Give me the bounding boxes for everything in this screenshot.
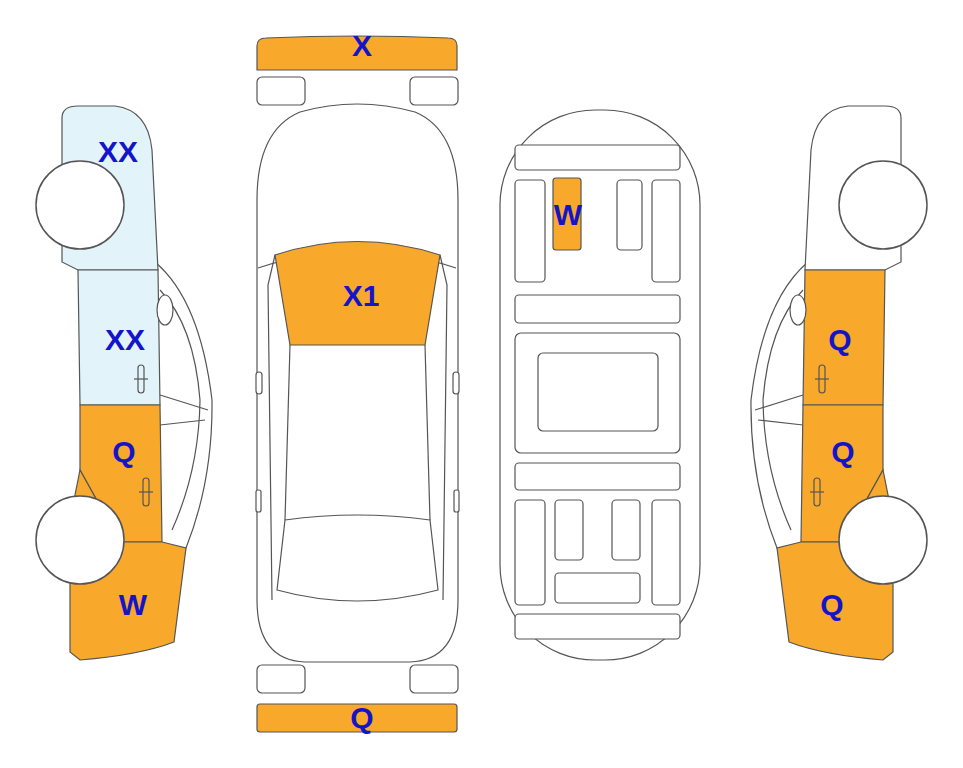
damage-code: X xyxy=(352,31,372,61)
car-outline xyxy=(555,500,583,560)
top-view xyxy=(256,36,459,732)
car-outline xyxy=(538,353,658,431)
car-outline xyxy=(515,333,680,453)
damage-code: X1 xyxy=(343,281,380,311)
damage-code: XX xyxy=(98,137,138,167)
car-outline xyxy=(515,145,680,170)
left-side-view xyxy=(36,106,212,660)
rear-bumper xyxy=(257,704,457,732)
car-outline xyxy=(515,180,545,282)
front-door-panel xyxy=(78,270,160,405)
underside-view xyxy=(500,110,700,660)
door-handle xyxy=(454,490,459,512)
car-outline xyxy=(617,180,642,250)
damage-code: Q xyxy=(350,703,373,733)
headlight xyxy=(410,77,458,105)
car-outline xyxy=(790,161,927,584)
body-outline xyxy=(257,104,458,662)
mirror xyxy=(453,372,459,394)
car-outline xyxy=(515,295,680,323)
damage-code: W xyxy=(119,590,147,620)
front-door-panel xyxy=(803,270,885,405)
damage-code: Q xyxy=(112,437,135,467)
car-outline xyxy=(652,180,680,282)
underbody-outline xyxy=(500,110,700,660)
headlight xyxy=(257,77,305,105)
taillight xyxy=(257,665,305,693)
damage-code: Q xyxy=(820,590,843,620)
car-outline xyxy=(555,573,640,603)
windshield xyxy=(275,242,440,346)
rear-window xyxy=(277,515,438,601)
right-side-view xyxy=(751,106,927,660)
roof-line xyxy=(425,345,430,520)
car-outline xyxy=(515,614,680,639)
pillar-line xyxy=(440,255,447,600)
pillar-line xyxy=(268,255,275,600)
damage-code: W xyxy=(554,200,582,230)
damage-code: Q xyxy=(831,437,854,467)
damage-code: XX xyxy=(105,325,145,355)
mirror xyxy=(256,372,262,394)
car-outline xyxy=(652,500,680,605)
roof-line xyxy=(285,345,290,520)
car-outline xyxy=(612,500,640,560)
door-handle xyxy=(256,490,261,512)
car-outline xyxy=(515,500,545,605)
car-outline xyxy=(36,161,173,584)
car-outline xyxy=(515,463,680,490)
taillight xyxy=(410,665,458,693)
damage-code: Q xyxy=(828,325,851,355)
